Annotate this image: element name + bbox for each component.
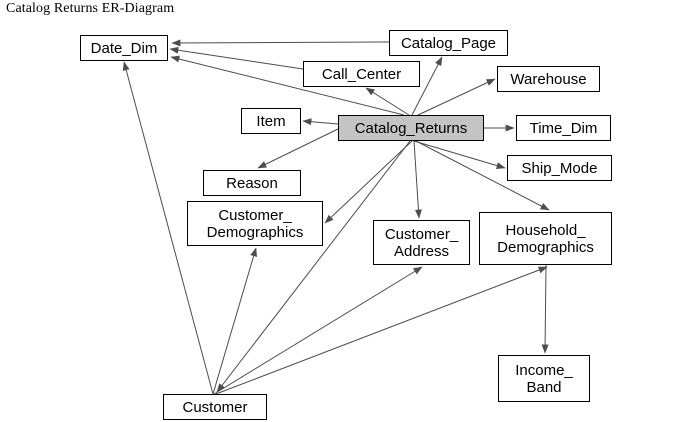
entity-node-date_dim[interactable]: Date_Dim: [80, 35, 168, 61]
entity-node-time_dim[interactable]: Time_Dim: [516, 115, 611, 141]
entity-label: Item: [256, 112, 286, 130]
entity-label: Date_Dim: [90, 39, 158, 57]
entity-node-reason[interactable]: Reason: [203, 170, 301, 196]
entity-node-income_band[interactable]: Income_Band: [498, 355, 590, 402]
page-title: Catalog Returns ER-Diagram: [6, 1, 175, 16]
edge-customer-to-customer_address: [213, 266, 423, 395]
entity-node-ship_mode[interactable]: Ship_Mode: [507, 155, 612, 181]
edge-call_center-to-date_dim: [169, 46, 304, 70]
entity-label: Time_Dim: [529, 119, 598, 137]
entity-label: Call_Center: [321, 65, 402, 83]
entity-node-call_center[interactable]: Call_Center: [303, 61, 420, 87]
entity-label: Reason: [226, 174, 278, 192]
entity-node-catalog_page[interactable]: Catalog_Page: [389, 30, 508, 56]
edge-catalog_returns-to-warehouse: [417, 78, 496, 116]
entity-label: Customer: [182, 398, 248, 416]
entity-label: Band: [526, 378, 562, 396]
edge-catalog_returns-to-ship_mode: [413, 140, 506, 169]
entity-label: Household_: [505, 221, 586, 239]
edge-catalog_page-to-date_dim: [171, 39, 390, 47]
entity-label: Address: [393, 242, 450, 260]
entity-node-catalog_returns[interactable]: Catalog_Returns: [338, 115, 484, 141]
entity-node-customer[interactable]: Customer: [163, 394, 267, 420]
entity-label: Income_: [515, 361, 573, 379]
edge-catalog_returns-to-reason: [257, 127, 341, 169]
edge-catalog_returns-to-customer_address: [413, 140, 422, 219]
entity-node-item[interactable]: Item: [241, 108, 301, 134]
edge-customer-to-customer_demographics: [212, 247, 257, 395]
entity-label: Customer_: [218, 206, 292, 224]
entity-label: Demographics: [206, 223, 304, 241]
entity-label: Customer_: [384, 225, 459, 243]
edge-catalog_returns-to-customer_demographics: [324, 140, 413, 224]
entity-node-customer_address[interactable]: Customer_Address: [373, 220, 470, 265]
edge-household_demographics-to-income_band: [541, 264, 549, 354]
entity-label: Demographics: [497, 238, 594, 256]
entity-label: Catalog_Page: [400, 34, 497, 52]
entity-node-household_demographics[interactable]: Household_Demographics: [479, 212, 612, 265]
entity-node-warehouse[interactable]: Warehouse: [497, 66, 600, 92]
entity-label: Catalog_Returns: [354, 119, 468, 137]
entity-node-customer_demographics[interactable]: Customer_Demographics: [187, 201, 323, 246]
edge-catalog_returns-to-call_center: [365, 87, 410, 116]
entity-label: Warehouse: [510, 70, 587, 88]
entity-label: Ship_Mode: [521, 159, 598, 177]
edge-catalog_returns-to-item: [302, 118, 339, 126]
